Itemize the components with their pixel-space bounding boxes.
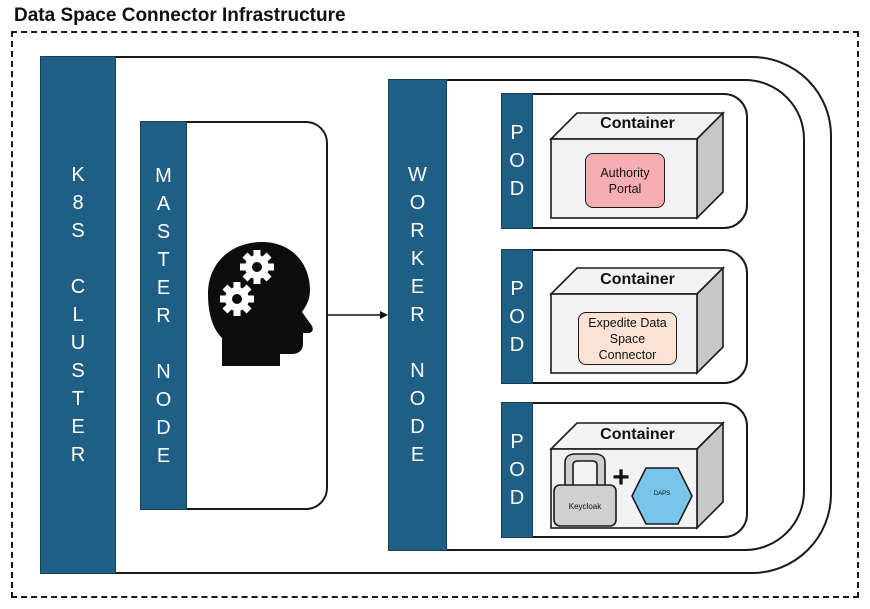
vertical-letter: R xyxy=(410,304,425,326)
expedite-connector-box: Expedite Data Space Connector xyxy=(578,312,677,365)
vertical-letter: D xyxy=(509,333,525,356)
vertical-letter: O xyxy=(509,150,525,172)
vertical-letter: E xyxy=(156,444,171,467)
daps-label: DAPS xyxy=(653,491,671,497)
vertical-letter: O xyxy=(155,388,172,411)
vertical-letter: R xyxy=(70,444,86,466)
vertical-letter: D xyxy=(509,178,525,200)
vertical-letter xyxy=(66,245,90,273)
daps-hexagon-icon xyxy=(631,467,693,525)
vertical-letter xyxy=(406,329,430,357)
vertical-letter: E xyxy=(410,444,425,466)
vertical-letter: A xyxy=(156,192,171,215)
vertical-letter: P xyxy=(510,122,524,144)
vertical-letter: T xyxy=(71,388,85,410)
vertical-letter: K xyxy=(71,164,85,186)
plus-sign: + xyxy=(612,461,630,494)
vertical-letter: S xyxy=(71,360,85,382)
vertical-letter: D xyxy=(156,416,171,439)
vertical-letter: N xyxy=(156,360,171,383)
diagram-title: Data Space Connector Infrastructure xyxy=(14,5,346,26)
keycloak-label: Keycloak xyxy=(568,502,602,511)
authority-portal-box: Authority Portal xyxy=(585,153,665,208)
vertical-letter: D xyxy=(410,416,425,438)
vertical-letter: C xyxy=(70,276,86,298)
vertical-letter: T xyxy=(157,248,170,271)
vertical-letter: E xyxy=(156,276,171,299)
vertical-letter: K xyxy=(410,248,425,270)
arrow-right-icon xyxy=(326,311,388,319)
vertical-letter: L xyxy=(72,304,84,326)
vertical-letter: O xyxy=(409,388,426,410)
vertical-letter: E xyxy=(410,276,425,298)
vertical-letter: M xyxy=(155,164,172,187)
padlock-icon xyxy=(553,453,617,527)
vertical-letter: P xyxy=(510,277,524,300)
vertical-letter: S xyxy=(71,220,85,242)
vertical-letter: R xyxy=(410,220,425,242)
vertical-letter: 8 xyxy=(72,192,84,214)
container-label: Container xyxy=(600,426,675,443)
vertical-letter: O xyxy=(509,305,525,328)
vertical-letter: P xyxy=(510,431,524,453)
vertical-letter: W xyxy=(408,164,427,186)
vertical-letter: D xyxy=(509,487,525,509)
head-with-gears-icon xyxy=(208,242,313,366)
vertical-letter: E xyxy=(71,416,85,438)
infrastructure-boundary xyxy=(11,31,859,598)
vertical-letter: N xyxy=(410,360,425,382)
vertical-letter: O xyxy=(409,192,426,214)
vertical-letter: O xyxy=(509,459,525,481)
vertical-letter: U xyxy=(70,332,86,354)
vertical-letter xyxy=(152,330,176,358)
vertical-letter: S xyxy=(156,220,171,243)
vertical-letter: R xyxy=(156,304,171,327)
container-label: Container xyxy=(600,271,675,288)
container-label: Container xyxy=(600,115,675,132)
